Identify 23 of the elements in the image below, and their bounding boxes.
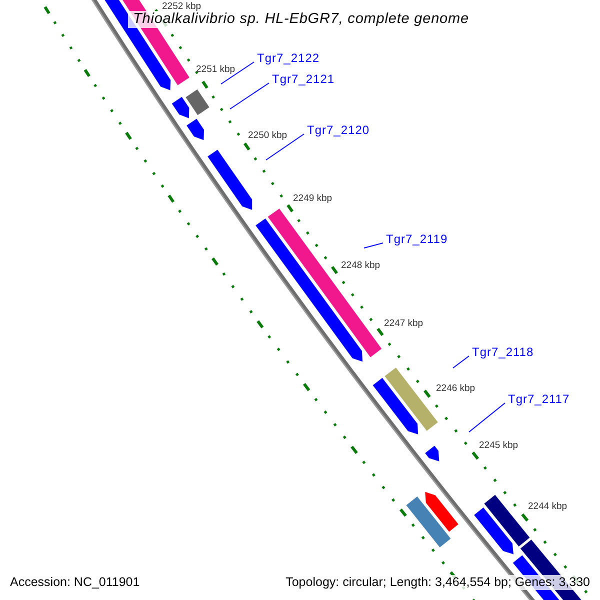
tick-label: 2247 kbp — [384, 318, 424, 329]
gene-label: Tgr7_2118 — [472, 346, 534, 359]
gene-label: Tgr7_2120 — [307, 124, 370, 137]
gene-label: Tgr7_2121 — [272, 73, 335, 86]
accession-text: Accession: NC_011901 — [9, 575, 141, 590]
leader-line — [220, 62, 254, 84]
tick-label: 2249 kbp — [293, 193, 332, 204]
leader-line — [266, 134, 304, 160]
tick-label: 2246 kbp — [436, 383, 476, 394]
genome-summary-text: Topology: circular; Length: 3,464,554 bp; Genes: 3,330 — [284, 575, 592, 590]
tick-label: 2245 kbp — [479, 440, 518, 451]
leader-line — [452, 356, 470, 368]
leader-line — [468, 402, 506, 432]
tick-label: 2251 kbp — [196, 64, 236, 75]
leader-line — [364, 242, 384, 248]
gene-label: Tgr7_2117 — [508, 393, 570, 406]
leader-line — [230, 82, 270, 110]
gene-label: Tgr7_2122 — [257, 52, 320, 65]
gene-label: Tgr7_2119 — [386, 233, 448, 246]
tick-label: 2250 kbp — [248, 130, 288, 141]
tick-label: 2244 kbp — [528, 501, 568, 512]
tick-label: 2252 kbp — [162, 1, 202, 12]
tick-label: 2248 kbp — [341, 260, 380, 271]
